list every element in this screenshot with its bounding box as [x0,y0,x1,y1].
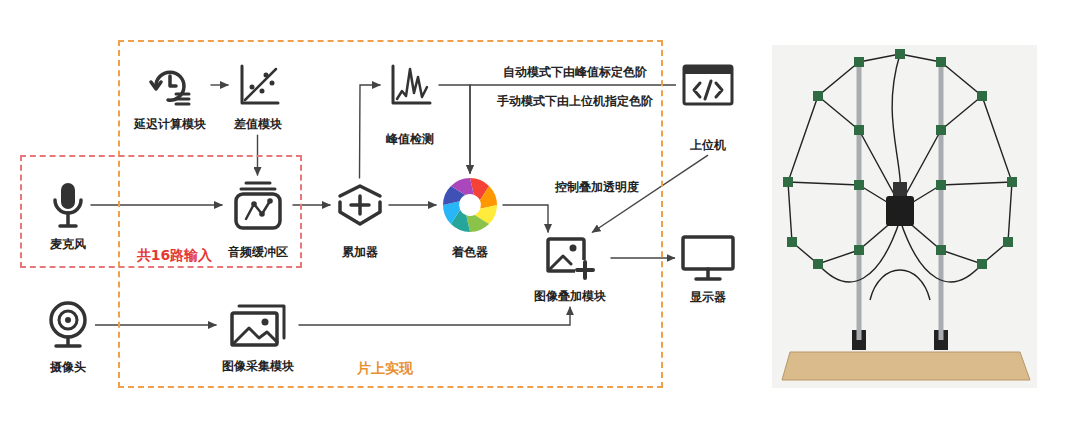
chip-region: 片上实现 延迟计算模块 差值模块峰值检测累加器 着色器图像叠加模块图像采集模块 [118,40,663,388]
connector [470,85,676,174]
accumulator-icon [336,182,384,228]
difference-icon [236,63,280,107]
module-node: 峰值检测 [381,60,439,150]
module-node: 音频缓冲区 [223,176,293,263]
connector [389,204,437,205]
module-node: 图像采集模块 [217,299,299,377]
module-node: 麦克风 [45,177,91,255]
module-node: 图像叠加模块 [529,233,611,307]
module-node: 着色器 [437,174,503,263]
node-label: 着色器 [452,245,488,259]
module-node: 上位机 [676,60,740,155]
module-node: 显示器 [675,231,741,307]
connector [211,84,229,85]
node-label: 麦克风 [50,237,86,251]
node-label: 延迟计算模块 [134,117,206,131]
monitor-icon [680,234,736,282]
node-label: 音频缓冲区 [228,245,288,259]
module-node: 延迟计算模块 [129,60,211,135]
connector [293,204,331,205]
connector [91,204,223,205]
edge-label: 控制叠加透明度 [553,180,641,194]
node-label: 图像采集模块 [222,359,294,373]
node-label: 差值模块 [234,117,282,131]
node-label: 摄像头 [50,360,86,374]
module-node: 累加器 [331,179,389,263]
edge-label: 自动模式下由峰值标定色阶 [501,65,649,79]
node-label: 累加器 [342,245,378,259]
peak-icon [388,63,432,107]
input-group-region: 共16路输入 麦克风音频缓冲区 [20,155,302,268]
buffer-icon [232,179,284,231]
region-label: 片上实现 [357,360,413,377]
node-label: 显示器 [690,290,726,304]
node-label: 峰值检测 [386,132,434,146]
region-label: 共16路输入 [137,247,212,264]
connector [299,307,571,325]
node-label: 上位机 [690,138,726,152]
edge-label: 手动模式下由上位机指定色阶 [495,94,655,108]
module-node: 差值模块 [229,60,287,135]
node-label: 图像叠加模块 [534,289,606,303]
module-node: 摄像头 [41,297,95,377]
connector [503,205,549,233]
connector [360,85,381,179]
connector [611,257,676,258]
computer-icon [681,63,735,107]
connector [439,85,471,174]
image-overlay-icon [545,236,595,280]
image-capture-icon [229,302,287,348]
color-wheel-icon [442,177,498,233]
connector [95,324,217,325]
camera-icon [46,300,90,350]
microphone-icon [50,180,86,230]
delay-icon [148,63,192,107]
